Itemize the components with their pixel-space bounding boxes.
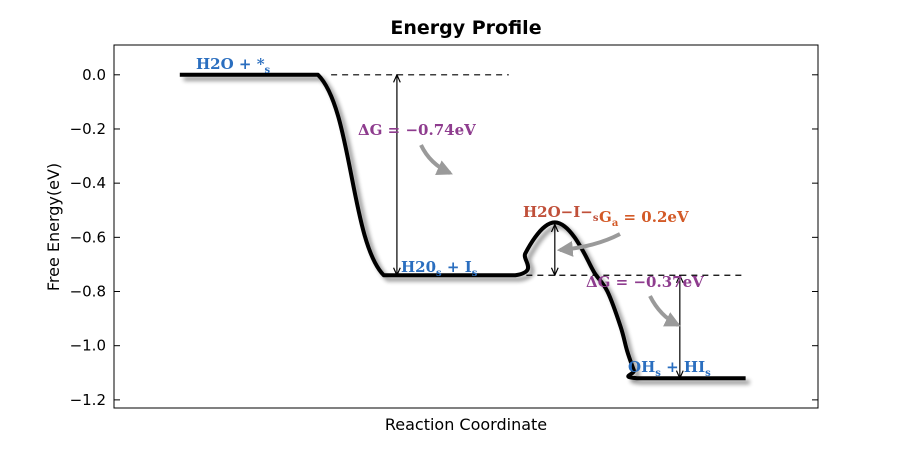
- state-label-transition-state: H2O−I−s: [523, 203, 599, 224]
- y-tick-label: −0.8: [70, 283, 106, 301]
- state-label-product: OHs + HIs: [628, 358, 711, 379]
- state-label-intermediate-main: H20: [401, 258, 436, 276]
- state-label-transition-state-main: H2O−I−: [523, 203, 593, 221]
- state-label-reactant-main: H2O + *: [196, 55, 265, 73]
- pointer-arrow: [419, 144, 453, 176]
- activation-energy-label: Ga = 0.2eV: [599, 208, 689, 229]
- pointer-arrow: [556, 232, 621, 257]
- y-axis-label: Free Energy(eV): [44, 163, 63, 291]
- state-label-intermediate-subscript: s: [436, 268, 442, 279]
- activation-energy-label-tail: = 0.2eV: [618, 208, 689, 226]
- y-tick-label: −0.4: [70, 174, 106, 192]
- energy-difference-arrows: [397, 75, 680, 378]
- delta-g-label: ΔG = −0.37eV: [586, 273, 704, 291]
- state-label-transition-state-subscript: s: [593, 213, 599, 224]
- state-label-reactant: H2O + *s: [196, 55, 271, 76]
- state-label-intermediate-tail: + I: [442, 258, 472, 276]
- y-tick-label: −1.2: [70, 391, 106, 409]
- pointer-arrows: [419, 144, 681, 327]
- y-tick-label: 0.0: [82, 66, 106, 84]
- y-tick-label: −0.6: [70, 228, 106, 246]
- y-tick-label: −1.0: [70, 337, 106, 355]
- state-label-intermediate: H20s + Is: [401, 258, 478, 279]
- state-label-product-subscript: s: [705, 368, 711, 379]
- activation-energy-label-subscript: a: [612, 218, 619, 229]
- y-axis: 0.0 −0.2 −0.4 −0.6 −0.8 −1.0 −1.2: [70, 66, 818, 409]
- state-label-product-tail: + HI: [661, 358, 705, 376]
- y-tick-label: −0.2: [70, 120, 106, 138]
- activation-energy-label-main: G: [599, 208, 612, 226]
- energy-curve: [179, 72, 746, 381]
- x-axis-label: Reaction Coordinate: [385, 415, 547, 434]
- pointer-arrow: [648, 295, 681, 327]
- state-label-intermediate-subscript: s: [472, 268, 478, 279]
- delta-g-label: ΔG = −0.74eV: [358, 121, 476, 139]
- plot-frame: [113, 44, 819, 409]
- chart-title: Energy Profile: [390, 17, 541, 39]
- state-label-reactant-subscript: s: [265, 65, 271, 76]
- energy-curve-line: [179, 72, 746, 381]
- state-label-product-subscript: s: [655, 368, 661, 379]
- reference-lines: [331, 74, 746, 276]
- state-label-product-main: OH: [628, 358, 655, 376]
